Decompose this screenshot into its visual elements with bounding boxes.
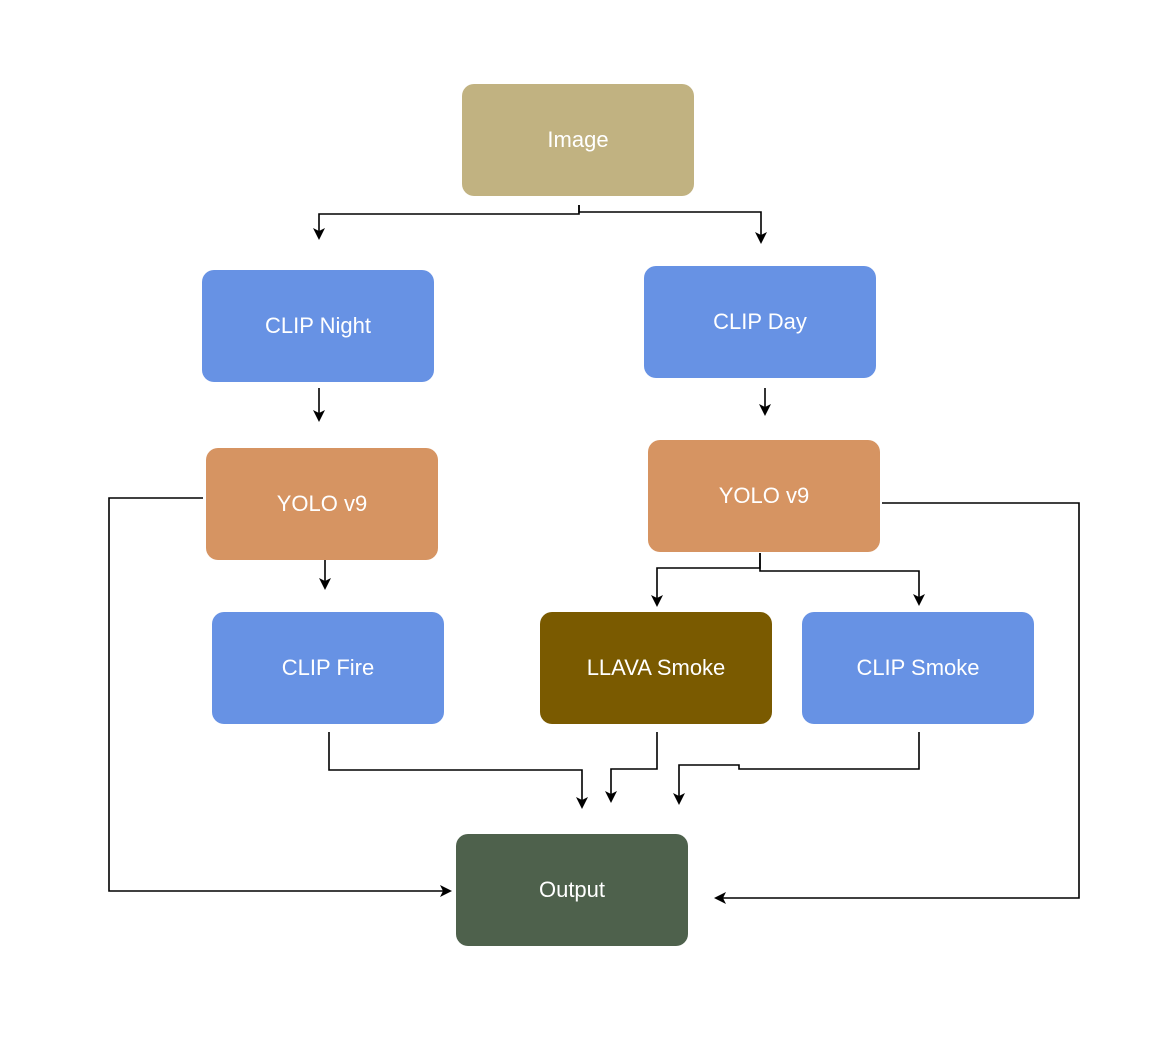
node-clip-smoke-label: CLIP Smoke [856, 655, 980, 680]
edge-yolo-left-to-clip-fire [319, 555, 331, 590]
node-clip-night-label: CLIP Night [265, 313, 371, 338]
edge-yolo-right-to-clip-smoke [759, 553, 925, 606]
node-clip-fire[interactable]: CLIP Fire [212, 612, 444, 724]
node-output[interactable]: Output [456, 834, 688, 946]
edge-image-to-clip-day [578, 205, 767, 244]
edge-image-to-clip-night [313, 205, 580, 240]
node-output-label: Output [538, 877, 606, 902]
edge-yolo-left-to-output [108, 497, 452, 897]
edge-clip-smoke-to-output [673, 732, 920, 805]
node-image[interactable]: Image [462, 84, 694, 196]
node-clip-day-label: CLIP Day [713, 309, 807, 334]
node-clip-night[interactable]: CLIP Night [202, 270, 434, 382]
edge-llava-smoke-to-output [605, 732, 658, 803]
node-llava-smoke[interactable]: LLAVA Smoke [540, 612, 772, 724]
node-clip-smoke[interactable]: CLIP Smoke [802, 612, 1034, 724]
node-llava-smoke-label: LLAVA Smoke [586, 655, 726, 680]
node-clip-day[interactable]: CLIP Day [644, 266, 876, 378]
node-yolo-left-label: YOLO v9 [276, 491, 368, 516]
edge-clip-fire-to-output [328, 732, 588, 809]
node-yolo-right-label: YOLO v9 [718, 483, 810, 508]
node-yolo-right[interactable]: YOLO v9 [648, 440, 880, 552]
edge-yolo-right-to-output [714, 502, 1080, 904]
node-image-label: Image [547, 127, 609, 152]
edge-yolo-right-to-llava-smoke [651, 553, 761, 607]
node-clip-fire-label: CLIP Fire [281, 655, 375, 680]
node-yolo-left[interactable]: YOLO v9 [206, 448, 438, 560]
